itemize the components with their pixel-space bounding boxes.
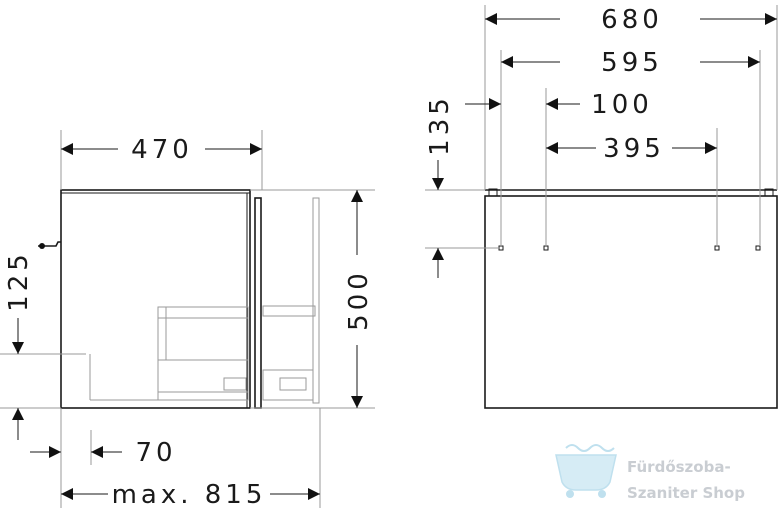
front-cabinet-body (484, 195, 778, 409)
dim-front-395: 395 (603, 134, 665, 164)
front-view: 680 595 135 100 395 (425, 5, 778, 409)
side-view: 470 500 125 70 max. 815 (0, 130, 375, 510)
dim-front-680: 680 (601, 5, 663, 35)
side-handle (38, 241, 61, 247)
dim-side-max-815: max. 815 (112, 480, 267, 510)
dim-side-125: 125 (4, 250, 34, 312)
dim-front-100: 100 (591, 90, 653, 120)
mount-hole (543, 245, 549, 251)
dim-front-135: 135 (425, 94, 455, 156)
mount-hole (498, 245, 504, 251)
dim-side-70: 70 (135, 438, 176, 468)
watermark-line2: Szaniter Shop (627, 484, 745, 502)
bathtub-icon (555, 444, 617, 498)
dim-side-height: 500 (344, 269, 374, 331)
mount-hole (714, 245, 720, 251)
side-front-panel (254, 197, 262, 409)
watermark: Fürdőszoba- Szaniter Shop (555, 444, 745, 502)
side-cabinet-body (60, 189, 251, 409)
mount-hole (755, 245, 761, 251)
watermark-line1: Fürdőszoba- (627, 458, 731, 476)
dim-front-595: 595 (601, 48, 663, 78)
side-drawer-internals (89, 197, 320, 404)
dim-side-width: 470 (131, 135, 193, 165)
